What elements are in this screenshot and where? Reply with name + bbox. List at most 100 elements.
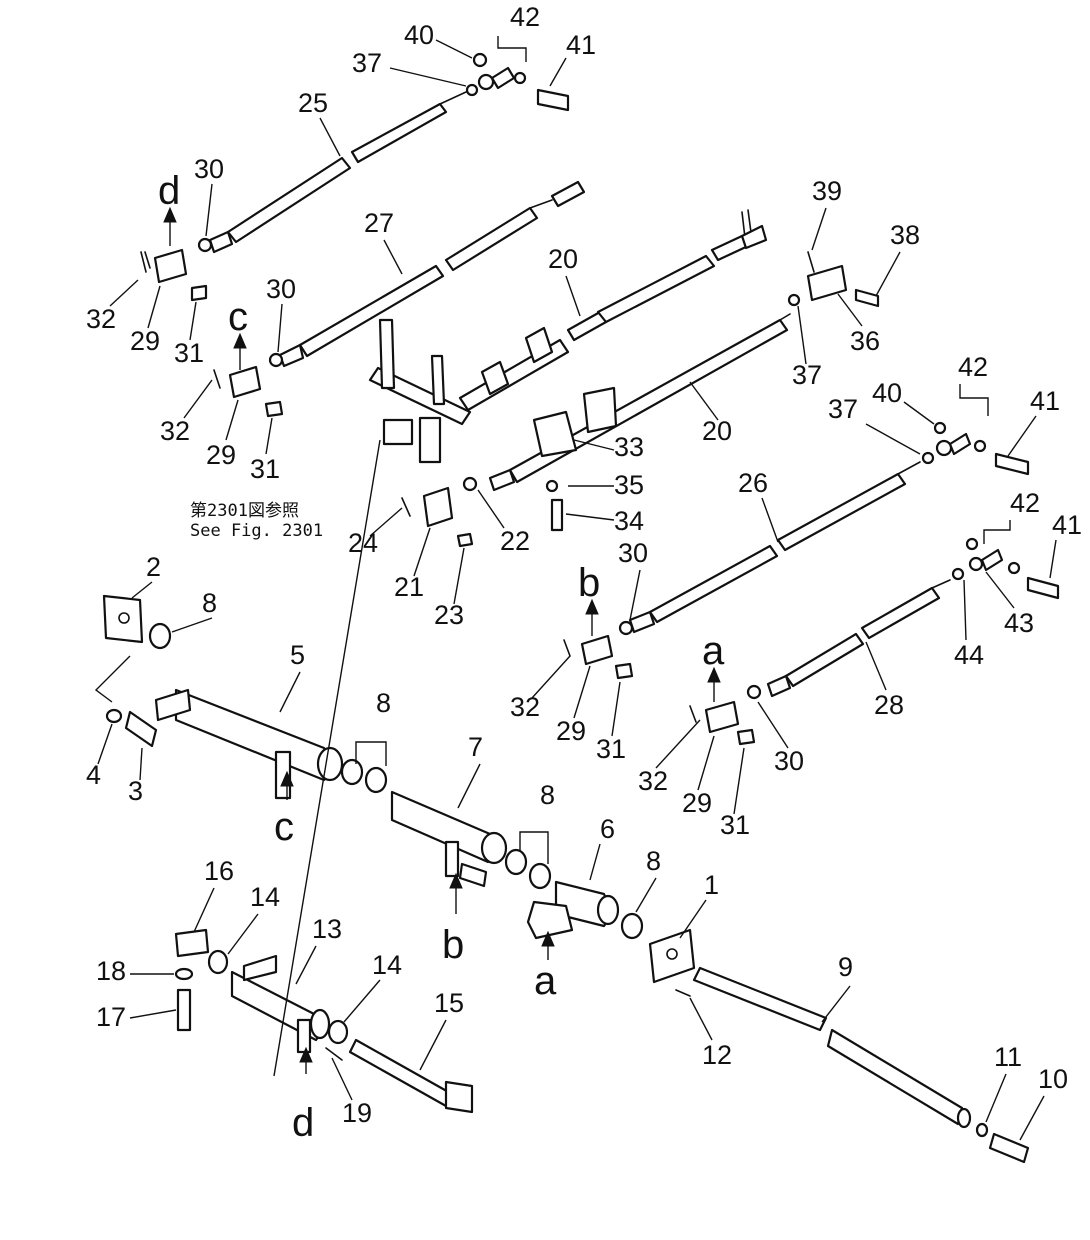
label-8-c: 8 xyxy=(540,780,555,810)
callout-labels: 42 40 41 37 25 30 39 38 27 20 30 32 29 3… xyxy=(86,2,1082,1128)
rod-27 xyxy=(268,180,586,368)
link-15 xyxy=(325,1038,474,1114)
label-30-a: 30 xyxy=(774,746,804,776)
shaft-13 xyxy=(207,949,349,1054)
label-10: 10 xyxy=(1038,1064,1068,1094)
label-29-c: 29 xyxy=(206,440,236,470)
shift-shaft-assembly xyxy=(368,310,608,464)
label-37-mid: 37 xyxy=(792,360,822,390)
label-43: 43 xyxy=(1004,608,1034,638)
label-18: 18 xyxy=(96,956,126,986)
label-36: 36 xyxy=(850,326,880,356)
ref-d-bottom: d xyxy=(292,1101,314,1145)
arrow-a-bottom-head xyxy=(541,930,555,947)
label-8-d: 8 xyxy=(646,846,661,876)
label-37-top: 37 xyxy=(352,48,382,78)
clevis-29-a xyxy=(689,700,756,746)
label-25: 25 xyxy=(298,88,328,118)
clevis-29-d xyxy=(140,248,208,302)
label-20-lower: 20 xyxy=(702,416,732,446)
rod-9 xyxy=(675,966,1030,1164)
label-38: 38 xyxy=(890,220,920,250)
bushings-8-b xyxy=(340,741,388,794)
label-31-a: 31 xyxy=(720,810,750,840)
arrow-b-bottom-head xyxy=(449,872,463,889)
rod-26 xyxy=(618,421,1030,636)
shaft-5 xyxy=(154,688,344,800)
label-42-mid: 42 xyxy=(958,352,988,382)
arrow-d-top-head xyxy=(163,206,177,223)
label-32-c: 32 xyxy=(160,416,190,446)
label-41-top: 41 xyxy=(566,30,596,60)
arrow-c-bottom-head xyxy=(280,770,294,787)
clevis-29-c xyxy=(213,365,284,418)
label-16: 16 xyxy=(204,856,234,886)
label-22: 22 xyxy=(500,526,530,556)
plate-2 xyxy=(94,594,144,703)
bushings-8-c xyxy=(504,831,552,890)
reference-letters: d c b a c b a d xyxy=(158,169,725,1145)
ref-c-top: c xyxy=(228,295,248,339)
label-3: 3 xyxy=(128,776,143,806)
label-1: 1 xyxy=(704,870,719,900)
label-26: 26 xyxy=(738,468,768,498)
label-19: 19 xyxy=(342,1098,372,1128)
label-21: 21 xyxy=(394,572,424,602)
label-31-c: 31 xyxy=(250,454,280,484)
note-english: See Fig. 2301 xyxy=(190,521,323,541)
arrow-c-top-head xyxy=(233,332,247,349)
label-40-mid: 40 xyxy=(872,378,902,408)
label-35: 35 xyxy=(614,470,644,500)
label-13: 13 xyxy=(312,914,342,944)
leader-lines xyxy=(97,36,1057,1141)
label-34: 34 xyxy=(614,506,644,536)
plate-1 xyxy=(648,928,696,984)
label-31-b: 31 xyxy=(596,734,626,764)
clevis-29-b xyxy=(563,634,634,680)
ref-a-bottom: a xyxy=(534,959,557,1003)
ref-b-top: b xyxy=(578,561,600,605)
label-41-low: 41 xyxy=(1052,510,1082,540)
ref-d-top: d xyxy=(158,169,180,213)
clevis-36 xyxy=(787,251,880,308)
label-29-d: 29 xyxy=(130,326,160,356)
ref-a-top: a xyxy=(702,629,725,673)
rod-28 xyxy=(746,537,1060,700)
label-14-a: 14 xyxy=(250,882,280,912)
label-32-a: 32 xyxy=(638,766,668,796)
label-11: 11 xyxy=(994,1042,1022,1072)
rod-20-upper xyxy=(596,209,768,324)
label-32-b: 32 xyxy=(510,692,540,722)
label-2: 2 xyxy=(146,552,161,582)
lever-6 xyxy=(526,880,620,940)
bolt-3-washer-4 xyxy=(105,708,158,748)
label-40-top: 40 xyxy=(404,20,434,50)
label-30-b: 30 xyxy=(618,538,648,568)
block-16 xyxy=(174,928,210,1032)
label-8-b: 8 xyxy=(376,688,391,718)
label-39: 39 xyxy=(812,176,842,206)
figure-reference-note: 第2301図参照 See Fig. 2301 xyxy=(190,501,323,541)
label-15: 15 xyxy=(434,988,464,1018)
clevis-21 xyxy=(401,486,474,548)
arrow-d-bottom-head xyxy=(299,1046,313,1063)
label-44: 44 xyxy=(954,640,984,670)
label-9: 9 xyxy=(838,952,853,982)
label-4: 4 xyxy=(86,760,101,790)
shaft-7 xyxy=(390,790,508,888)
label-6: 6 xyxy=(600,814,615,844)
ref-b-bottom: b xyxy=(442,923,464,967)
label-29-b: 29 xyxy=(556,716,586,746)
label-32-d: 32 xyxy=(86,304,116,334)
arrow-a-top-head xyxy=(707,666,721,683)
label-27: 27 xyxy=(364,208,394,238)
label-12: 12 xyxy=(702,1040,732,1070)
arrow-b-top-head xyxy=(585,598,599,615)
label-42-low: 42 xyxy=(1010,488,1040,518)
label-41-mid: 41 xyxy=(1030,386,1060,416)
label-28: 28 xyxy=(874,690,904,720)
label-20-upper: 20 xyxy=(548,244,578,274)
label-30-d: 30 xyxy=(194,154,224,184)
label-5: 5 xyxy=(290,640,305,670)
